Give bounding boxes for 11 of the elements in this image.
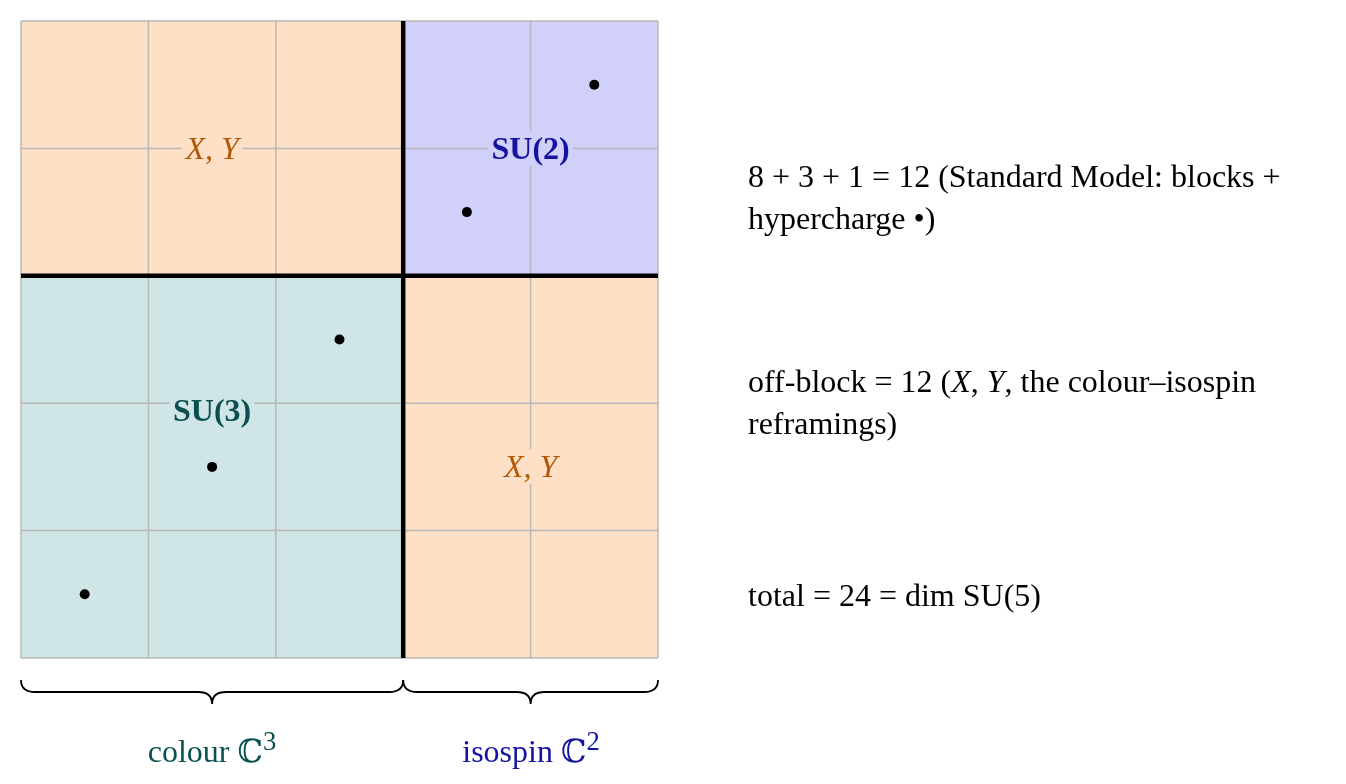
off-block-region xyxy=(21,21,404,276)
su2-block xyxy=(403,21,658,276)
brace-label: colour ℂ$^{3}$ xyxy=(146,725,278,771)
su3-block xyxy=(21,275,404,658)
block-label: SU(2) xyxy=(488,130,573,166)
summary-note: off-block = 12 (X, Y, the colour–isospin reframings) xyxy=(748,362,1258,443)
brace-label: isospin ℂ$^{2}$ xyxy=(461,725,601,771)
summary-note: total = 24 = dim SU(5) xyxy=(748,576,1042,615)
off-block-region xyxy=(403,275,658,658)
summary-note: 8 + 3 + 1 = 12 (Standard Model: blocks + hypercharge •) xyxy=(748,157,1282,238)
block-label: X, Y xyxy=(500,449,561,485)
